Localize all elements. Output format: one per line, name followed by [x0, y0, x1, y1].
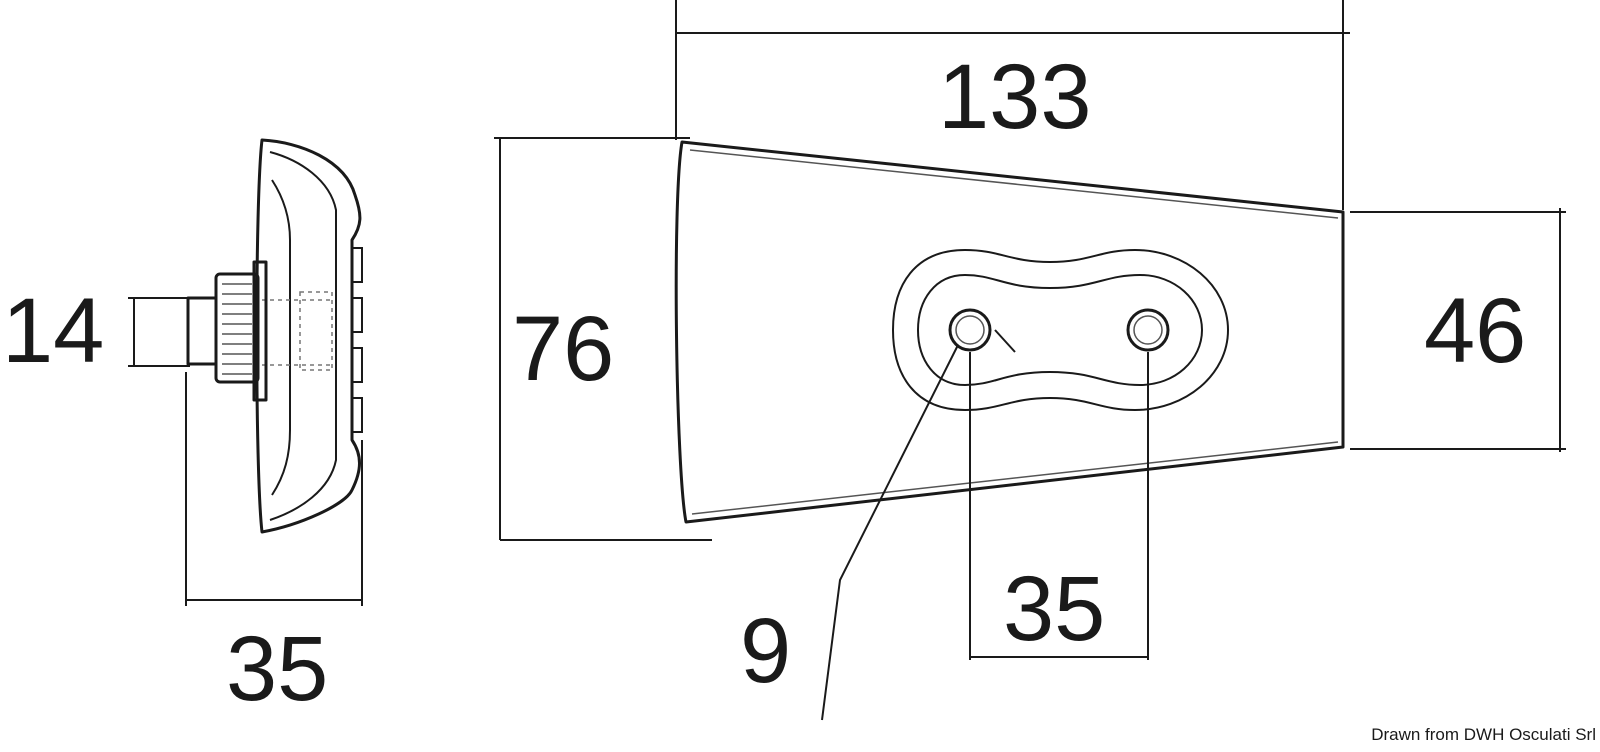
dimension-overall-length: 133 — [675, 0, 1350, 210]
mounting-recess-outer — [891, 248, 1230, 412]
side-view-body-outline — [255, 138, 362, 534]
dimension-hole-spacing: 35 — [969, 352, 1149, 660]
hole-spacing-label: 35 — [1003, 558, 1105, 660]
plan-view — [674, 140, 1345, 524]
dimension-side-height: 14 — [2, 280, 190, 382]
hole-diameter-label: 9 — [740, 600, 791, 702]
mounting-hole-right — [1126, 308, 1170, 352]
side-view-inner-line — [269, 151, 337, 521]
overall-length-label: 133 — [938, 46, 1092, 148]
plan-view-body-outline — [674, 140, 1345, 524]
front-height-label: 76 — [512, 298, 614, 400]
side-width-label: 35 — [226, 618, 328, 720]
plan-view-bevel — [689, 149, 1339, 515]
side-view-flange — [271, 179, 291, 496]
side-view-washer — [252, 260, 268, 402]
side-height-label: 14 — [2, 280, 104, 382]
dimension-side-width: 35 — [185, 372, 363, 720]
side-view-thread — [222, 283, 252, 375]
drawing-credit: Drawn from DWH Osculati Srl — [1371, 725, 1596, 744]
side-view-stud — [186, 296, 218, 366]
rear-height-label: 46 — [1424, 280, 1526, 382]
side-view-nut — [214, 272, 260, 384]
dimension-front-height: 76 — [494, 137, 712, 541]
side-view-hidden-bolt — [299, 291, 333, 371]
mounting-hole-left — [948, 308, 992, 352]
side-view — [186, 138, 363, 534]
dimension-hole-diameter: 9 — [740, 344, 959, 721]
mounting-recess-inner — [916, 273, 1204, 387]
side-view-notches — [352, 247, 363, 433]
dimension-rear-height: 46 — [1350, 208, 1566, 452]
